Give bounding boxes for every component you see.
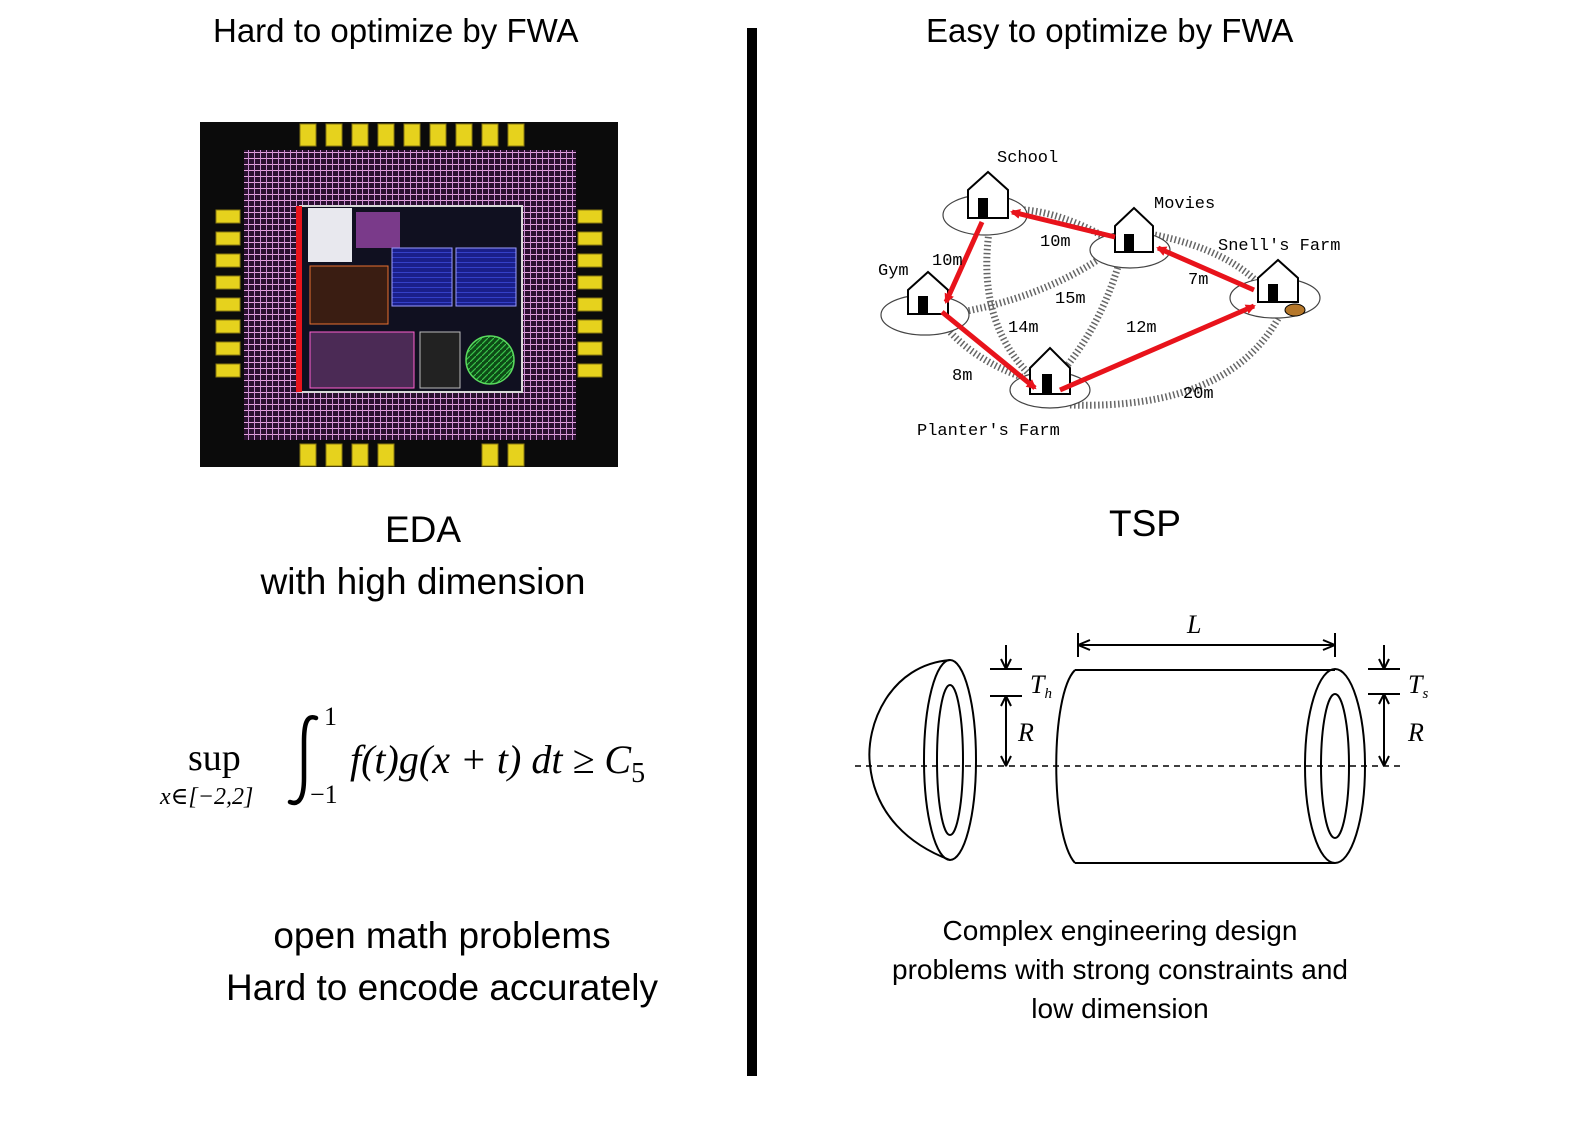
vessel-caption-line2: problems with strong constraints and <box>892 954 1348 985</box>
label-ts: Ts <box>1408 670 1428 702</box>
head-rim-outer <box>923 659 977 861</box>
label-th-sub: h <box>1044 686 1052 702</box>
tsp-graph: School Movies Gym Snell's Farm Planter's… <box>878 149 1340 441</box>
road-school-movies <box>999 205 1112 244</box>
road-school-planter <box>983 224 1033 378</box>
edge-label-movies-snell: 7m <box>1188 271 1208 290</box>
label-r-left: R <box>1017 718 1034 747</box>
eda-caption: EDA with high dimension <box>0 504 846 608</box>
vessel-caption-line1: Complex engineering design <box>942 915 1298 946</box>
tour-edge-movies-school <box>1010 209 1116 240</box>
edge-label-gym-planter: 8m <box>952 367 972 386</box>
formula-sup-subscript: x∈[−2,2] <box>160 784 254 810</box>
label-th: Th <box>1030 670 1052 702</box>
math-caption: open math problems Hard to encode accura… <box>0 910 884 1014</box>
node-label-gym: Gym <box>878 262 909 281</box>
eda-caption-line1: EDA <box>384 509 462 550</box>
edge-label-movies-planter: 12m <box>1126 319 1157 338</box>
label-th-main: T <box>1030 670 1046 699</box>
pressure-vessel-diagram: L Th R Ts R <box>855 610 1428 864</box>
edge-label-gym-movies: 15m <box>1055 290 1086 309</box>
label-ts-sub: s <box>1422 686 1428 702</box>
tour-edge-planter-snell <box>1059 303 1256 393</box>
label-ts-main: T <box>1408 670 1424 699</box>
node-label-snell: Snell's Farm <box>1218 237 1340 256</box>
node-label-school: School <box>997 149 1058 168</box>
tour-edge-school-gym <box>943 220 985 304</box>
label-r-right: R <box>1407 718 1424 747</box>
edge-label-planter-snell: 20m <box>1183 385 1214 404</box>
math-caption-line1: open math problems <box>273 915 611 956</box>
edge-label-school-gym: 10m <box>932 252 963 271</box>
house-planter-icon <box>1029 346 1071 395</box>
eda-chip-image <box>200 122 618 467</box>
vessel-caption-line3: low dimension <box>1031 993 1209 1024</box>
formula: sup x∈[−2,2] 1 −1 f(t)g(x + t) dt ≥ C5 <box>160 700 700 820</box>
label-l: L <box>1186 610 1201 639</box>
integral-lower-limit: −1 <box>310 780 338 809</box>
node-label-planter: Planter's Farm <box>917 422 1060 441</box>
math-caption-line2: Hard to encode accurately <box>226 967 658 1008</box>
formula-integrand-text: f(t)g(x + t) dt ≥ C <box>350 737 632 782</box>
head-outer-curve <box>868 659 951 861</box>
road-gym-movies <box>944 252 1107 319</box>
integral-upper-limit: 1 <box>324 702 337 731</box>
left-heading: Hard to optimize by FWA <box>213 12 579 49</box>
eda-caption-line2: with high dimension <box>260 561 586 602</box>
road-planter-snell <box>1069 313 1284 409</box>
formula-integrand: f(t)g(x + t) dt ≥ C5 <box>350 736 645 790</box>
head-rim-inner <box>936 684 964 836</box>
vessel-caption: Complex engineering design problems with… <box>820 911 1420 1028</box>
tour-edge-gym-planter <box>940 310 1037 390</box>
right-heading: Easy to optimize by FWA <box>926 12 1294 49</box>
edge-label-school-movies: 10m <box>1040 233 1071 252</box>
edge-label-school-planter: 14m <box>1008 319 1039 338</box>
tour-edge-snell-movies <box>1156 245 1256 293</box>
tsp-caption: TSP <box>1109 503 1181 544</box>
formula-subscript: 5 <box>631 758 646 789</box>
column-divider <box>747 28 757 1076</box>
integral-sign-icon <box>287 715 319 806</box>
formula-sup: sup <box>188 737 241 779</box>
node-label-movies: Movies <box>1154 195 1215 214</box>
